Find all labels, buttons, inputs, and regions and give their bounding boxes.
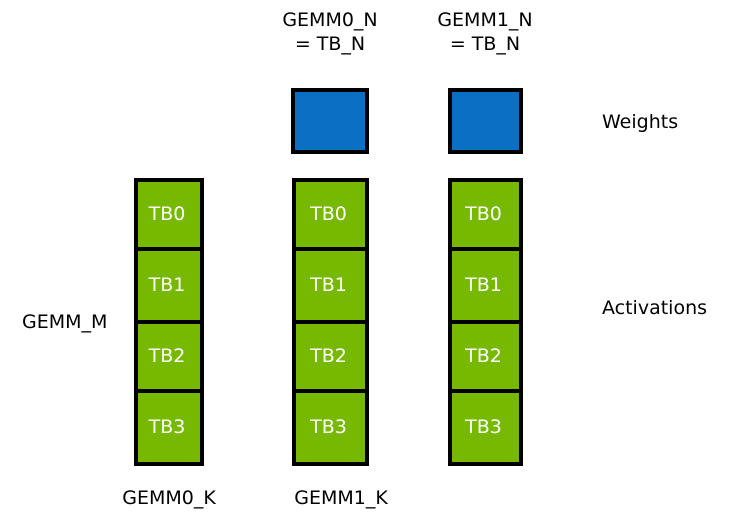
- activation-cell: TB0: [292, 178, 369, 251]
- gemm1-weight-block: [448, 88, 523, 154]
- gemm-m-label: GEMM_M: [22, 311, 108, 333]
- activation-cell-label: TB3: [148, 416, 186, 438]
- activation-cell: TB1: [448, 247, 523, 324]
- weights-label: Weights: [602, 111, 679, 133]
- activation-cell: TB3: [292, 389, 369, 466]
- activation-cell: TB3: [448, 389, 523, 466]
- activation-cell-label: TB1: [465, 274, 502, 296]
- activation-cell: TB0: [448, 178, 523, 251]
- gemm0-weight-block: [291, 88, 369, 154]
- activation-cell: TB2: [134, 320, 204, 393]
- activations-label: Activations: [602, 297, 708, 319]
- activation-cell-label: TB3: [310, 416, 347, 438]
- activation-cell-label: TB1: [148, 274, 186, 296]
- activation-cell-label: TB3: [465, 416, 502, 438]
- activation-cell-label: TB2: [148, 345, 186, 367]
- activation-column-2: TB0 TB1 TB2 TB3: [448, 178, 523, 470]
- activation-cell-label: TB2: [465, 345, 502, 367]
- activation-cell: TB3: [134, 389, 204, 466]
- gemm0-n-label: GEMM0_N = TB_N: [282, 9, 378, 55]
- activation-cell: TB1: [292, 247, 369, 324]
- activation-cell: TB2: [448, 320, 523, 393]
- activation-cell-label: TB2: [310, 345, 347, 367]
- gemm1-n-label: GEMM1_N = TB_N: [437, 9, 533, 55]
- gemm0-k-label: GEMM0_K: [122, 487, 216, 509]
- activation-cell-label: TB0: [148, 203, 186, 225]
- activation-column-0: TB0 TB1 TB2 TB3: [134, 178, 204, 470]
- activation-cell-label: TB0: [465, 203, 502, 225]
- activation-cell: TB1: [134, 247, 204, 324]
- activation-column-1: TB0 TB1 TB2 TB3: [292, 178, 369, 470]
- activation-cell-label: TB1: [310, 274, 347, 296]
- gemm1-k-label: GEMM1_K: [294, 487, 388, 509]
- activation-cell-label: TB0: [310, 203, 347, 225]
- activation-cell: TB2: [292, 320, 369, 393]
- activation-cell: TB0: [134, 178, 204, 251]
